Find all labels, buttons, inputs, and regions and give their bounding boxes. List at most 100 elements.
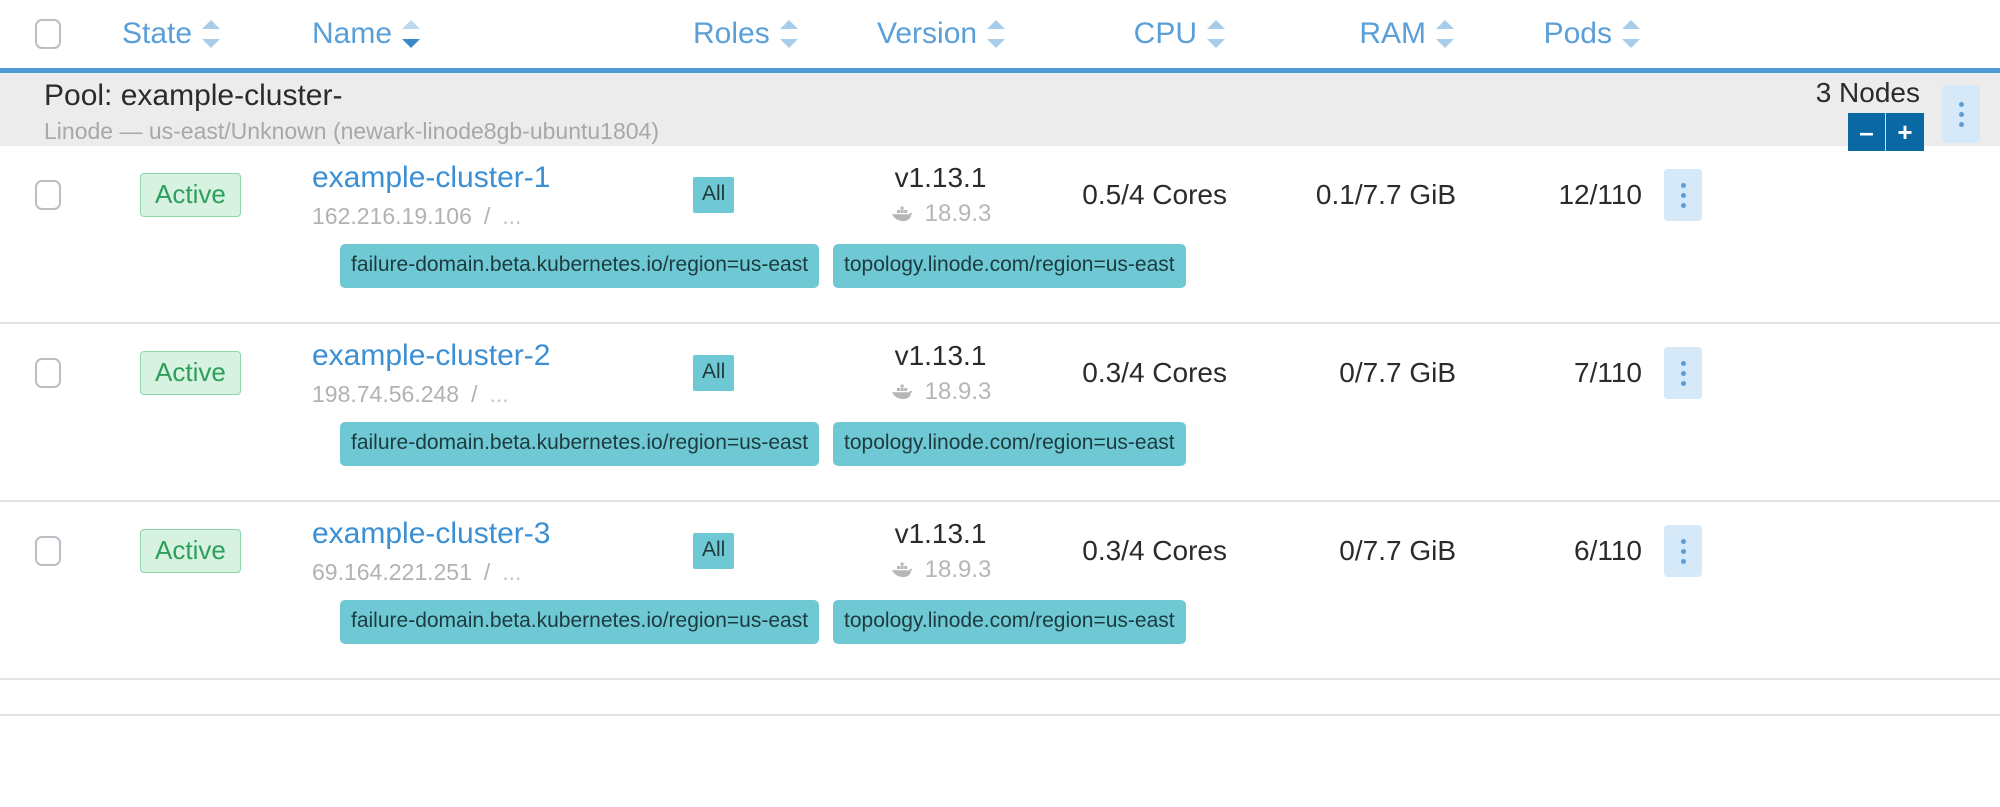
- sort-chevrons-icon[interactable]: [1436, 18, 1456, 50]
- sort-chevrons-icon[interactable]: [402, 18, 422, 50]
- cpu-value: 0.3/4 Cores: [1082, 357, 1227, 388]
- cell-version: v1.13.1 18.9.3: [831, 339, 1036, 407]
- pods-value: 7/110: [1574, 357, 1642, 388]
- table-row: Active example-cluster-2 198.74.56.248/.…: [0, 324, 2000, 502]
- increment-nodes-button[interactable]: +: [1886, 113, 1924, 151]
- sort-chevrons-icon[interactable]: [779, 18, 800, 50]
- row-checkbox[interactable]: [35, 180, 61, 210]
- row-kebab-menu-icon[interactable]: [1664, 347, 1702, 399]
- role-badge: All: [693, 533, 735, 569]
- node-name-link[interactable]: example-cluster-1: [312, 161, 551, 194]
- cell-cpu: 0.3/4 Cores: [1036, 357, 1251, 389]
- column-header-roles[interactable]: Roles: [631, 17, 831, 51]
- row-select-cell: [0, 536, 96, 566]
- node-count-label: 3 Nodes: [1815, 77, 1920, 108]
- docker-version-row: 18.9.3: [845, 199, 1036, 229]
- node-name-link[interactable]: example-cluster-2: [312, 339, 551, 372]
- node-pool-table: State Name Roles Version CPU RAM Pods: [0, 17, 2000, 716]
- label-chip: topology.linode.com/region=us-east: [833, 600, 1186, 644]
- cell-state: Active: [96, 351, 286, 395]
- node-name-link[interactable]: example-cluster-3: [312, 517, 551, 550]
- docker-version: 18.9.3: [924, 556, 992, 583]
- column-header-version-label: Version: [877, 17, 978, 50]
- cell-name: example-cluster-2 198.74.56.248/...: [286, 338, 631, 408]
- cell-ram: 0.1/7.7 GiB: [1251, 179, 1476, 211]
- node-row-main: Active example-cluster-3 69.164.221.251 /…: [0, 502, 2000, 600]
- column-header-version[interactable]: Version: [831, 17, 1036, 51]
- cell-cpu: 0.5/4 Cores: [1036, 179, 1251, 211]
- ram-value: 0/7.7 GiB: [1339, 535, 1456, 566]
- node-ip: 69.164.221.251: [312, 559, 472, 585]
- node-labels: failure-domain.beta.kubernetes.io/region…: [0, 600, 2000, 678]
- label-chip: failure-domain.beta.kubernetes.io/region…: [340, 244, 820, 288]
- pool-subtitle: Linode — us-east/Unknown (newark-linode8…: [44, 118, 659, 144]
- node-row-main: Active example-cluster-1 162.216.19.106 /…: [0, 146, 2000, 244]
- role-badge: All: [693, 355, 735, 391]
- table-bottom-divider: [0, 714, 2000, 716]
- pool-kebab-menu-icon[interactable]: [1942, 85, 1980, 143]
- cell-ram: 0/7.7 GiB: [1251, 357, 1476, 389]
- ip-more-ellipsis[interactable]: ...: [502, 559, 522, 585]
- column-header-state-label: State: [122, 17, 193, 50]
- select-all-checkbox[interactable]: [35, 19, 61, 49]
- ip-more-ellipsis[interactable]: ...: [489, 381, 509, 407]
- cell-menu: [1656, 347, 1726, 399]
- table-row: Active example-cluster-1 162.216.19.106 /…: [0, 146, 2000, 324]
- pool-info: Pool: example-cluster- Linode — us-east/…: [44, 73, 659, 146]
- column-header-name[interactable]: Name: [286, 17, 631, 51]
- row-kebab-menu-icon[interactable]: [1664, 169, 1702, 221]
- cell-cpu: 0.3/4 Cores: [1036, 535, 1251, 567]
- cell-roles: All: [631, 355, 831, 391]
- ip-more-ellipsis[interactable]: ...: [502, 203, 522, 229]
- node-row-main: Active example-cluster-2 198.74.56.248/.…: [0, 324, 2000, 422]
- ip-separator: /: [471, 381, 478, 407]
- cell-state: Active: [96, 173, 286, 217]
- cell-roles: All: [631, 533, 831, 569]
- sort-chevrons-icon[interactable]: [1207, 18, 1227, 50]
- column-header-cpu[interactable]: CPU: [1036, 17, 1251, 51]
- sort-chevrons-icon[interactable]: [987, 18, 1007, 50]
- node-ip-row: 162.216.19.106 /...: [312, 202, 631, 230]
- docker-version: 18.9.3: [924, 378, 992, 405]
- pool-controls: 3 Nodes – +: [1816, 73, 2000, 151]
- cell-pods: 6/110: [1476, 535, 1656, 567]
- label-chip: topology.linode.com/region=us-east: [833, 422, 1186, 466]
- cell-pods: 7/110: [1476, 357, 1656, 389]
- cell-version: v1.13.1 18.9.3: [831, 517, 1036, 585]
- ram-value: 0.1/7.7 GiB: [1315, 179, 1456, 210]
- k8s-version: v1.13.1: [894, 518, 987, 549]
- cell-roles: All: [631, 177, 831, 213]
- row-select-cell: [0, 358, 96, 388]
- row-kebab-menu-icon[interactable]: [1664, 525, 1702, 577]
- sort-chevrons-icon[interactable]: [202, 18, 222, 50]
- docker-version-row: 18.9.3: [845, 555, 1036, 585]
- pool-title: Pool: example-cluster-: [44, 79, 343, 112]
- pods-value: 12/110: [1558, 179, 1642, 210]
- row-checkbox[interactable]: [35, 358, 61, 388]
- docker-version: 18.9.3: [924, 200, 992, 227]
- ip-separator: /: [483, 203, 491, 229]
- cell-ram: 0/7.7 GiB: [1251, 535, 1476, 567]
- role-badge: All: [693, 177, 735, 213]
- node-labels: failure-domain.beta.kubernetes.io/region…: [0, 422, 2000, 500]
- ip-separator: /: [483, 559, 491, 585]
- decrement-nodes-button[interactable]: –: [1848, 113, 1886, 151]
- pool-header-row: Pool: example-cluster- Linode — us-east/…: [0, 68, 2000, 151]
- column-header-state[interactable]: State: [96, 17, 286, 51]
- docker-icon: [891, 384, 913, 400]
- table-row: Active example-cluster-3 69.164.221.251 /…: [0, 502, 2000, 680]
- sort-chevrons-icon[interactable]: [1622, 18, 1642, 50]
- column-header-pods[interactable]: Pods: [1476, 17, 1656, 51]
- column-header-ram[interactable]: RAM: [1251, 17, 1476, 51]
- column-header-name-label: Name: [312, 17, 393, 50]
- node-labels: failure-domain.beta.kubernetes.io/region…: [0, 244, 2000, 322]
- cell-name: example-cluster-3 69.164.221.251 /...: [286, 516, 631, 586]
- status-badge: Active: [140, 529, 241, 573]
- cell-menu: [1656, 169, 1726, 221]
- node-ip-row: 69.164.221.251 /...: [312, 558, 631, 586]
- node-ip: 162.216.19.106: [312, 203, 472, 229]
- node-count-block: 3 Nodes – +: [1816, 73, 1924, 151]
- column-header-pods-label: Pods: [1543, 17, 1612, 50]
- cell-pods: 12/110: [1476, 179, 1656, 211]
- row-checkbox[interactable]: [35, 536, 61, 566]
